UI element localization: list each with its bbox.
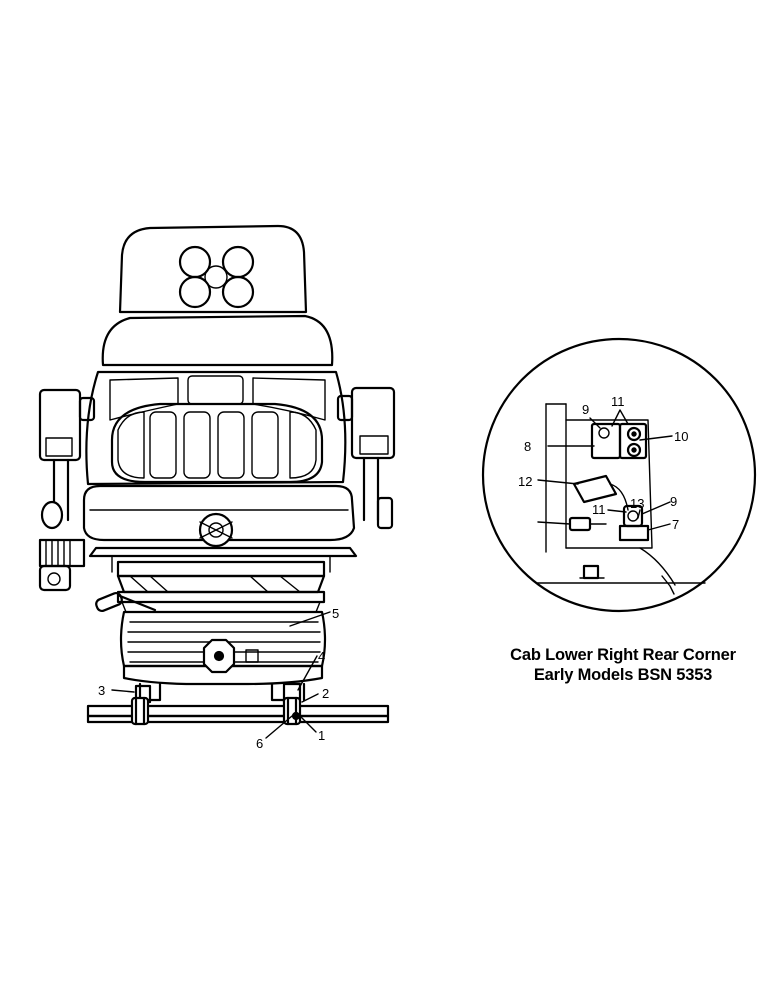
backrest-upper-cushion — [101, 314, 334, 367]
callout-3: 3 — [98, 683, 105, 698]
callout-11-lower: 11 — [592, 502, 606, 517]
seat-cushion — [82, 484, 358, 573]
callout-2: 2 — [322, 686, 329, 701]
adjustment-knob — [198, 512, 234, 548]
left-roller-mechanism — [38, 500, 86, 592]
callout-11-top: 11 — [611, 394, 625, 409]
callout-9-right: 9 — [670, 494, 677, 509]
mounting-base — [86, 682, 390, 726]
seat-callouts: 5 4 3 2 1 6 — [98, 606, 339, 751]
right-armrest — [336, 386, 396, 530]
harness-plug — [568, 516, 607, 532]
left-armrest — [38, 388, 96, 522]
inset-caption-line-2: Early Models BSN 5353 — [533, 666, 713, 684]
inset-caption-line-1: Cab Lower Right Rear Corner — [510, 646, 736, 664]
callout-10: 10 — [674, 429, 688, 444]
callout-8: 8 — [524, 439, 531, 454]
inset-callouts: 9 11 10 8 12 13 11 9 7 — [518, 394, 688, 532]
weight-adjust-knob — [202, 638, 259, 674]
callout-12: 12 — [518, 474, 532, 489]
callout-13: 13 — [630, 496, 644, 511]
headrest — [118, 224, 308, 314]
detail-inset — [481, 337, 757, 613]
callout-7: 7 — [672, 517, 679, 532]
relay-bracket — [590, 422, 648, 460]
floor-mount — [579, 564, 675, 595]
callout-9-top: 9 — [582, 402, 589, 417]
seat-leader-lines — [111, 611, 331, 739]
callout-5: 5 — [332, 606, 339, 621]
callout-4: 4 — [318, 649, 325, 664]
backrest — [85, 370, 347, 486]
callout-6: 6 — [256, 736, 263, 751]
slide-rails — [116, 560, 326, 613]
fore-aft-lever — [95, 591, 157, 613]
callout-1: 1 — [318, 728, 325, 743]
seat-illustration — [38, 224, 396, 726]
